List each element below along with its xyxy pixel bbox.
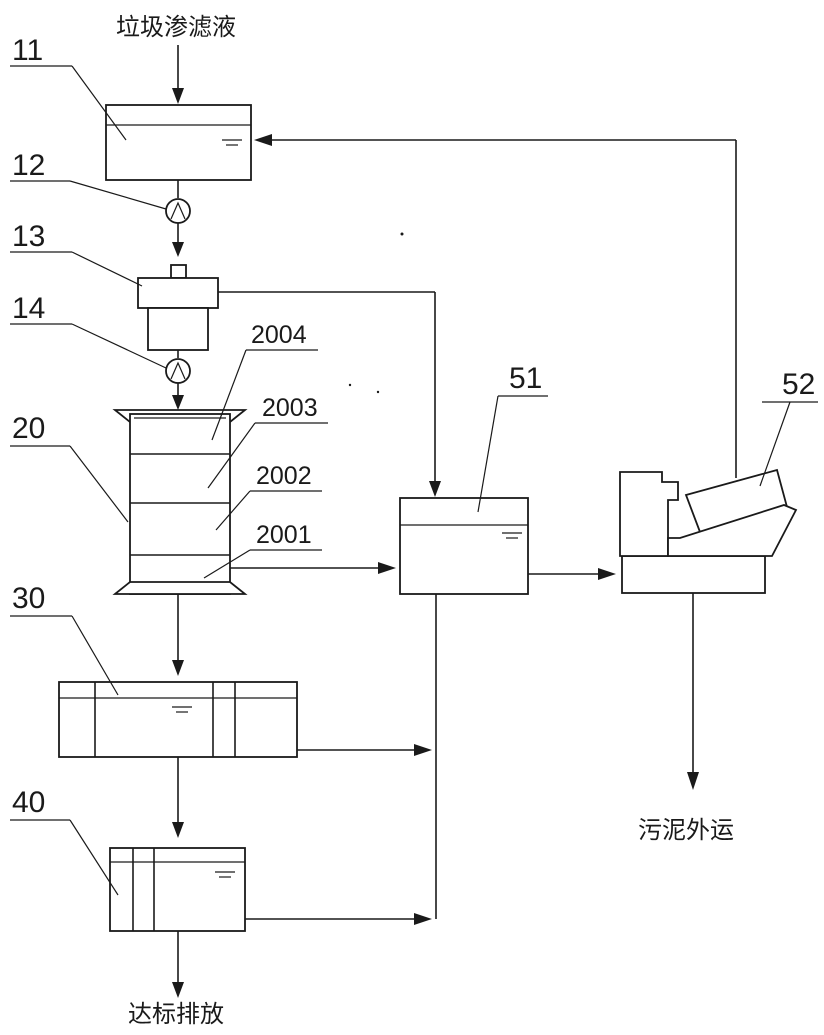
pump-12 xyxy=(165,180,191,257)
label-52: 52 xyxy=(782,368,815,401)
tank-40 xyxy=(109,847,432,998)
stray-dot-3 xyxy=(376,390,380,394)
tank-51 xyxy=(399,497,616,595)
label-11: 11 xyxy=(12,34,43,67)
label-51: 51 xyxy=(509,362,542,395)
label-2004: 2004 xyxy=(251,321,307,349)
reactor-20 xyxy=(112,409,396,676)
label-40: 40 xyxy=(12,786,45,819)
tank-30 xyxy=(58,681,432,838)
stray-dot-2 xyxy=(348,383,352,387)
tank-11 xyxy=(105,45,252,181)
stray-dot-1 xyxy=(400,232,404,236)
sludge-label: 污泥外运 xyxy=(638,816,734,844)
label-12: 12 xyxy=(12,149,45,182)
label-2002: 2002 xyxy=(256,462,312,490)
filter-press-52 xyxy=(254,134,798,790)
label-30: 30 xyxy=(12,582,45,615)
pump-14 xyxy=(165,350,191,410)
label-14: 14 xyxy=(12,292,45,325)
label-2003: 2003 xyxy=(262,394,318,422)
label-20: 20 xyxy=(12,412,45,445)
discharge-label: 达标排放 xyxy=(128,1000,224,1028)
inlet-label: 垃圾渗滤液 xyxy=(116,13,236,41)
label-13: 13 xyxy=(12,220,45,253)
label-2001: 2001 xyxy=(256,521,312,549)
filter-13 xyxy=(137,264,441,497)
